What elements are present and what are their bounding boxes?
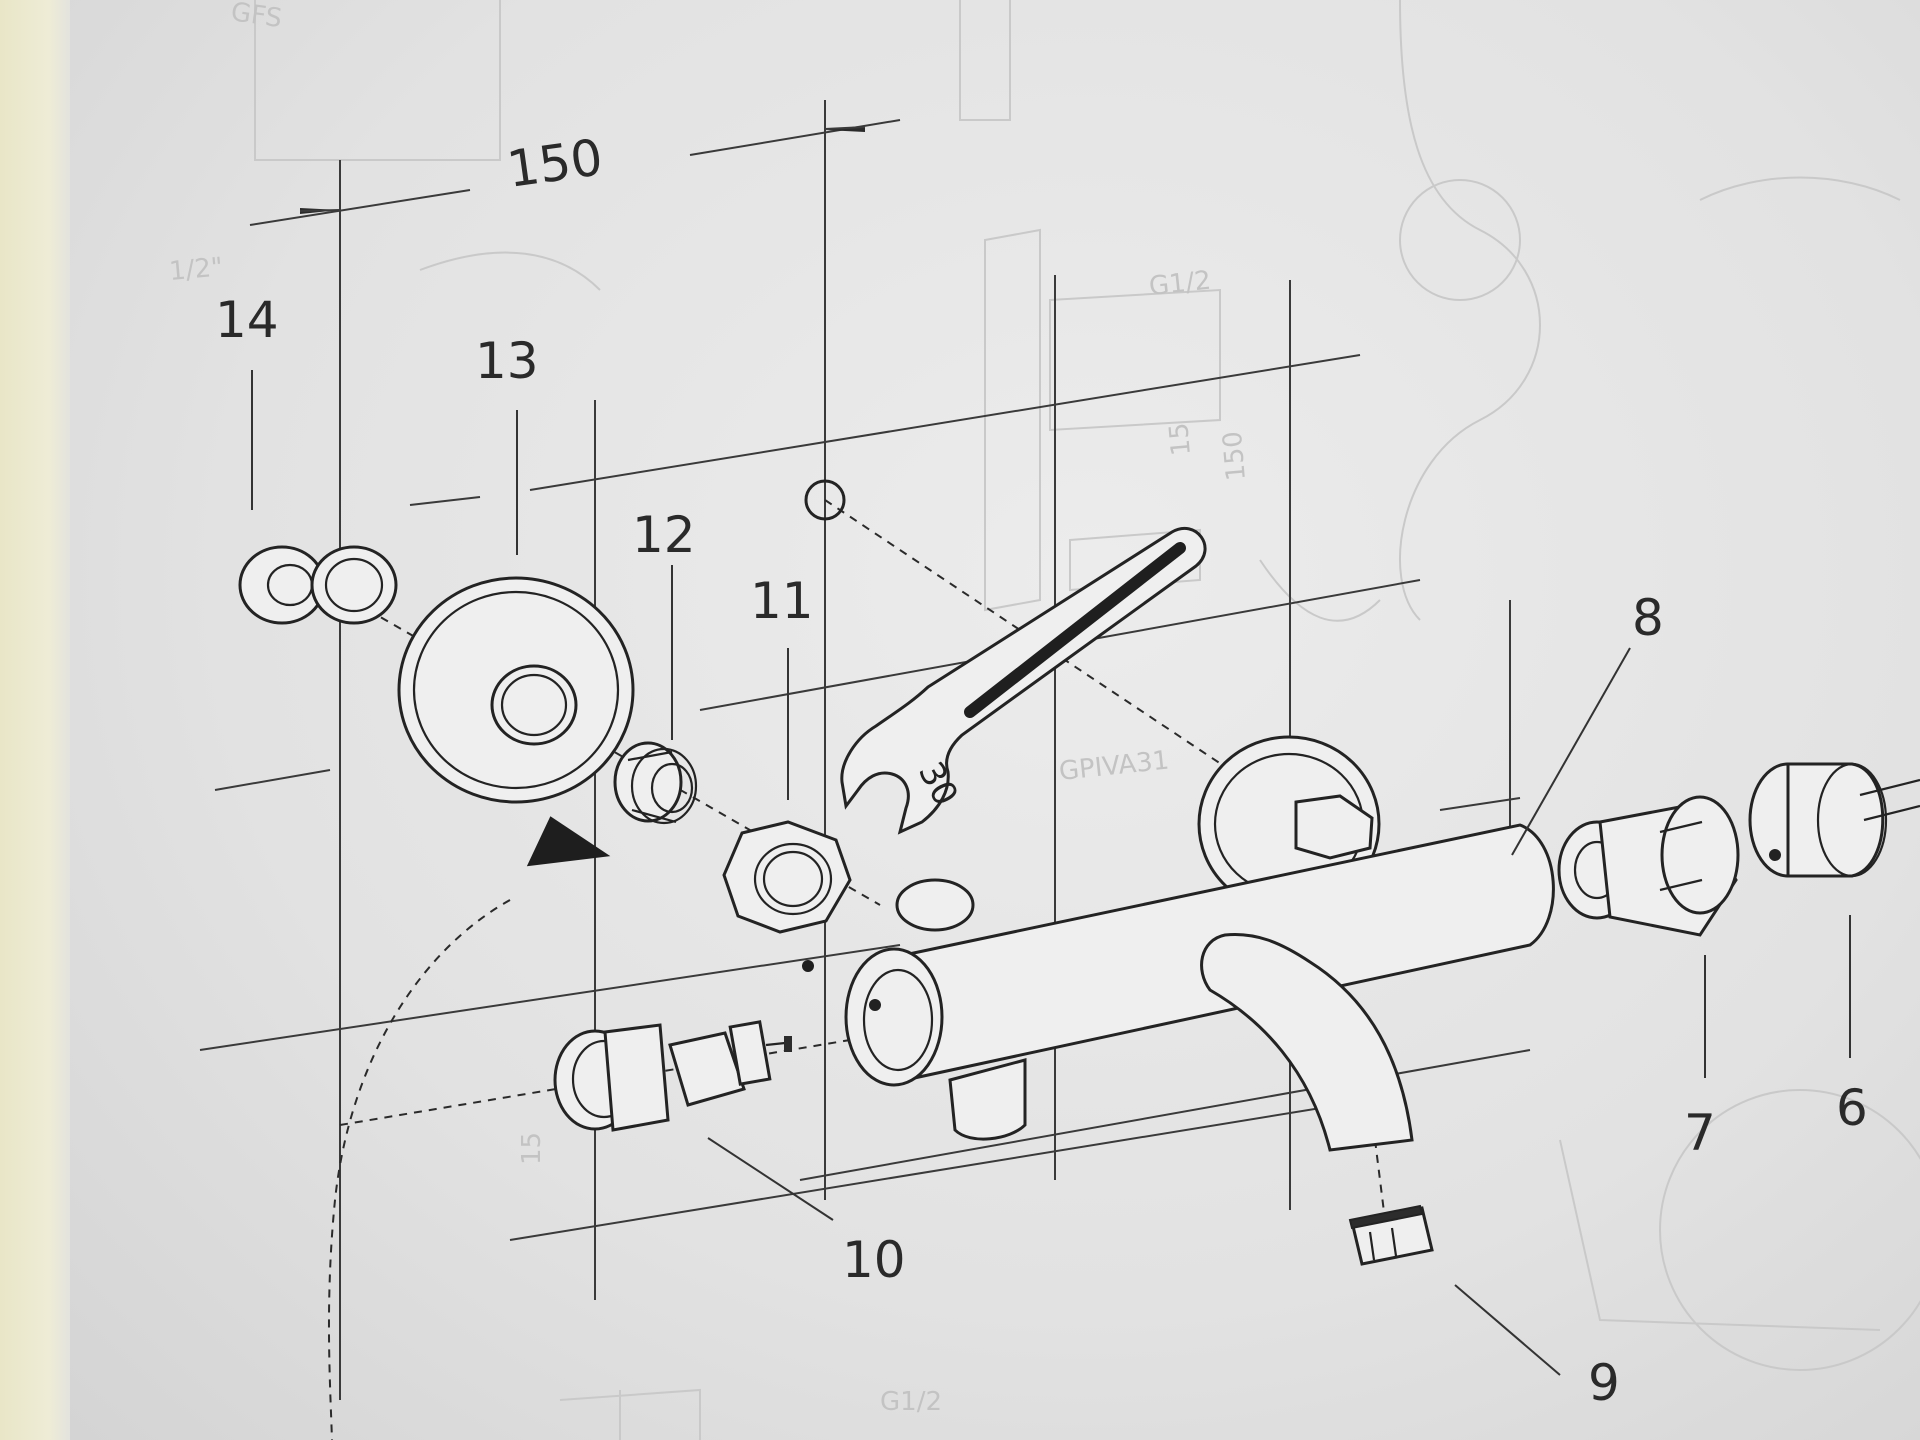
direction-arrow — [526, 816, 611, 867]
ghost-label: G1/2 — [1148, 266, 1213, 302]
dashed-direction-arc — [327, 899, 511, 1440]
ghost-frame-top-middle — [959, 0, 1011, 121]
callout-7: 7 — [1684, 1104, 1716, 1162]
callout-numbers: 14 13 12 11 10 9 8 7 6 — [215, 291, 1868, 1412]
ghost-box-1 — [1049, 288, 1221, 432]
ghost-frame-bottom — [559, 1388, 701, 1440]
part-9-aerator — [1348, 1204, 1434, 1266]
callout-10: 10 — [842, 1231, 906, 1289]
ghost-arc-left — [419, 251, 601, 291]
callout-14: 14 — [215, 291, 279, 349]
ghost-line-bottom-right — [1559, 1139, 1881, 1331]
ghost-frame-top-left — [254, 0, 501, 161]
callout-12: 12 — [632, 506, 696, 564]
callout-11: 11 — [750, 572, 814, 630]
ghost-label: 1/2" — [168, 252, 224, 287]
dimension-150-label: 150 — [504, 128, 607, 199]
ghost-label: 15 — [1164, 421, 1197, 457]
callout-6: 6 — [1836, 1079, 1868, 1137]
ghost-label: G1/2 — [880, 1387, 942, 1417]
reference-circle — [804, 479, 846, 521]
callout-leaders — [251, 370, 1851, 1376]
part-6-handle — [1748, 762, 1920, 878]
paper-edge — [0, 0, 70, 1440]
ghost-arc-right — [1699, 176, 1901, 201]
paper-sheet — [70, 0, 1920, 1440]
ghost-label: 15 — [517, 1132, 547, 1165]
part-11-nut — [722, 820, 852, 934]
ghost-curve-right — [1399, 0, 1541, 621]
part-8-mixer-body — [844, 735, 1555, 1152]
ghost-circle-right — [1399, 179, 1521, 301]
part-10-thermostatic-cartridge — [553, 1020, 792, 1132]
ghost-label: GFS — [229, 0, 284, 34]
part-7-valve-head — [1557, 795, 1740, 937]
ghost-label: 150 — [1218, 430, 1252, 482]
small-screw-dot — [802, 960, 814, 972]
ghost-circle-bottom-right — [1659, 1089, 1920, 1371]
part-14-connector — [238, 545, 398, 625]
callout-9: 9 — [1588, 1354, 1620, 1412]
callout-13: 13 — [475, 332, 539, 390]
ghost-label: GPIVA31 — [1058, 746, 1171, 787]
callout-8: 8 — [1632, 589, 1664, 647]
part-13-rosette — [397, 576, 635, 804]
part-12-insert — [613, 741, 698, 825]
wrench-30: 30 — [840, 526, 1207, 835]
ghost-bar — [984, 228, 1041, 612]
ghost-box-2 — [1069, 528, 1201, 592]
ghost-arc-mid — [1259, 559, 1381, 622]
